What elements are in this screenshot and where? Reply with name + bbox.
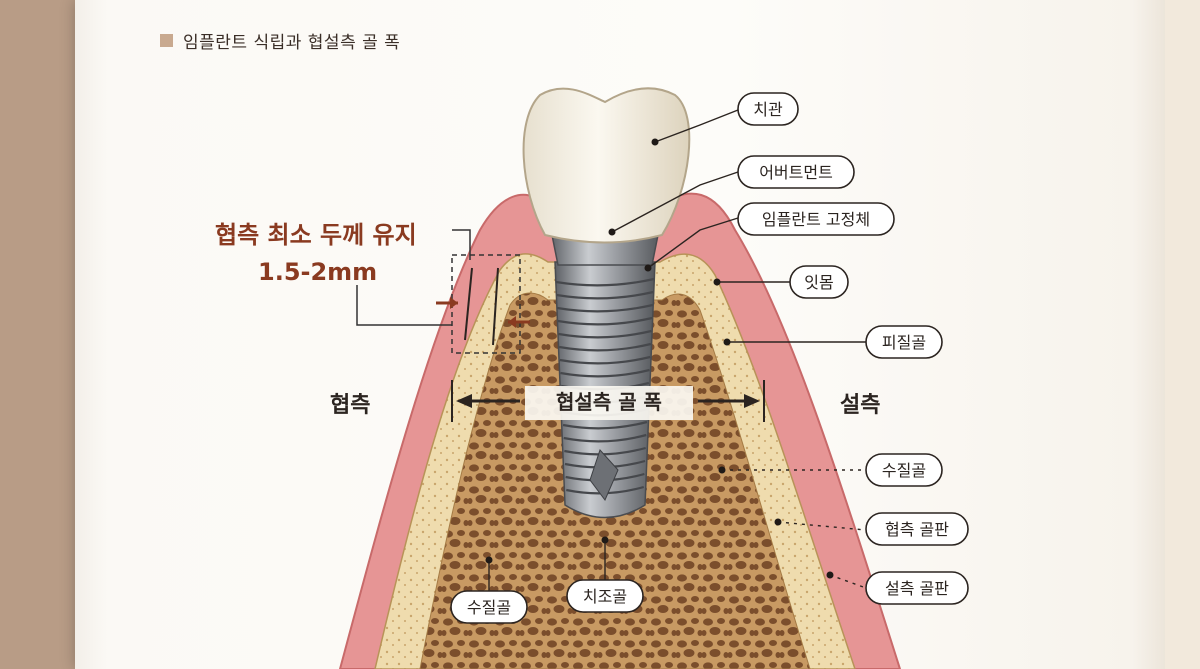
title-bullet [160,34,173,47]
side-buccal: 협측 [330,393,370,418]
note-line2: 1.5-2mm [258,258,377,286]
title-text: 임플란트 식립과 협설측 골 폭 [183,33,401,53]
fixture-thread [559,355,651,365]
fixture-thread [564,446,646,456]
svg-text:설측 골판: 설측 골판 [885,579,949,598]
fixture-thread [560,368,650,378]
fixture-thread [557,303,653,313]
label-cancellous-right: 수질골 [865,453,943,487]
label-alveolar: 치조골 [566,579,644,613]
label-crown: 치관 [737,92,799,126]
svg-text:어버트먼트: 어버트먼트 [759,163,833,182]
label-gingiva: 잇몸 [789,265,849,299]
label-cancellous-bottom: 수질골 [450,590,528,624]
side-lingual: 설측 [840,393,880,418]
svg-text:피질골: 피질골 [882,333,926,352]
label-lingual-plate: 설측 골판 [865,571,969,605]
svg-text:수질골: 수질골 [467,598,511,617]
svg-text:잇몸: 잇몸 [804,273,833,292]
width-arrow [451,380,765,422]
label-buccal-plate: 협측 골판 [865,512,969,546]
figure-title: 임플란트 식립과 협설측 골 폭 [160,28,400,53]
svg-text:치조골: 치조골 [583,587,627,606]
fixture-thread [557,316,653,326]
svg-text:임플란트 고정체: 임플란트 고정체 [762,210,870,229]
width-label: 협설측 골 폭 [556,390,662,414]
label-fixture: 임플란트 고정체 [737,202,895,236]
label-abutment: 어버트먼트 [737,155,855,189]
svg-text:치관: 치관 [753,100,783,119]
svg-text:협측 골판: 협측 골판 [885,520,949,539]
fixture-thread [559,342,652,352]
fixture-thread [558,329,652,339]
fixture-thread [556,290,654,300]
note-line1: 협측 최소 두께 유지 [215,221,417,249]
fixture-thread [555,277,655,287]
fixture-thread [562,420,648,430]
page-edge [1165,0,1200,669]
label-cortical: 피질골 [865,325,943,359]
fixture-thread [563,433,647,443]
crown-shape [522,87,691,244]
svg-text:수질골: 수질골 [882,461,926,480]
